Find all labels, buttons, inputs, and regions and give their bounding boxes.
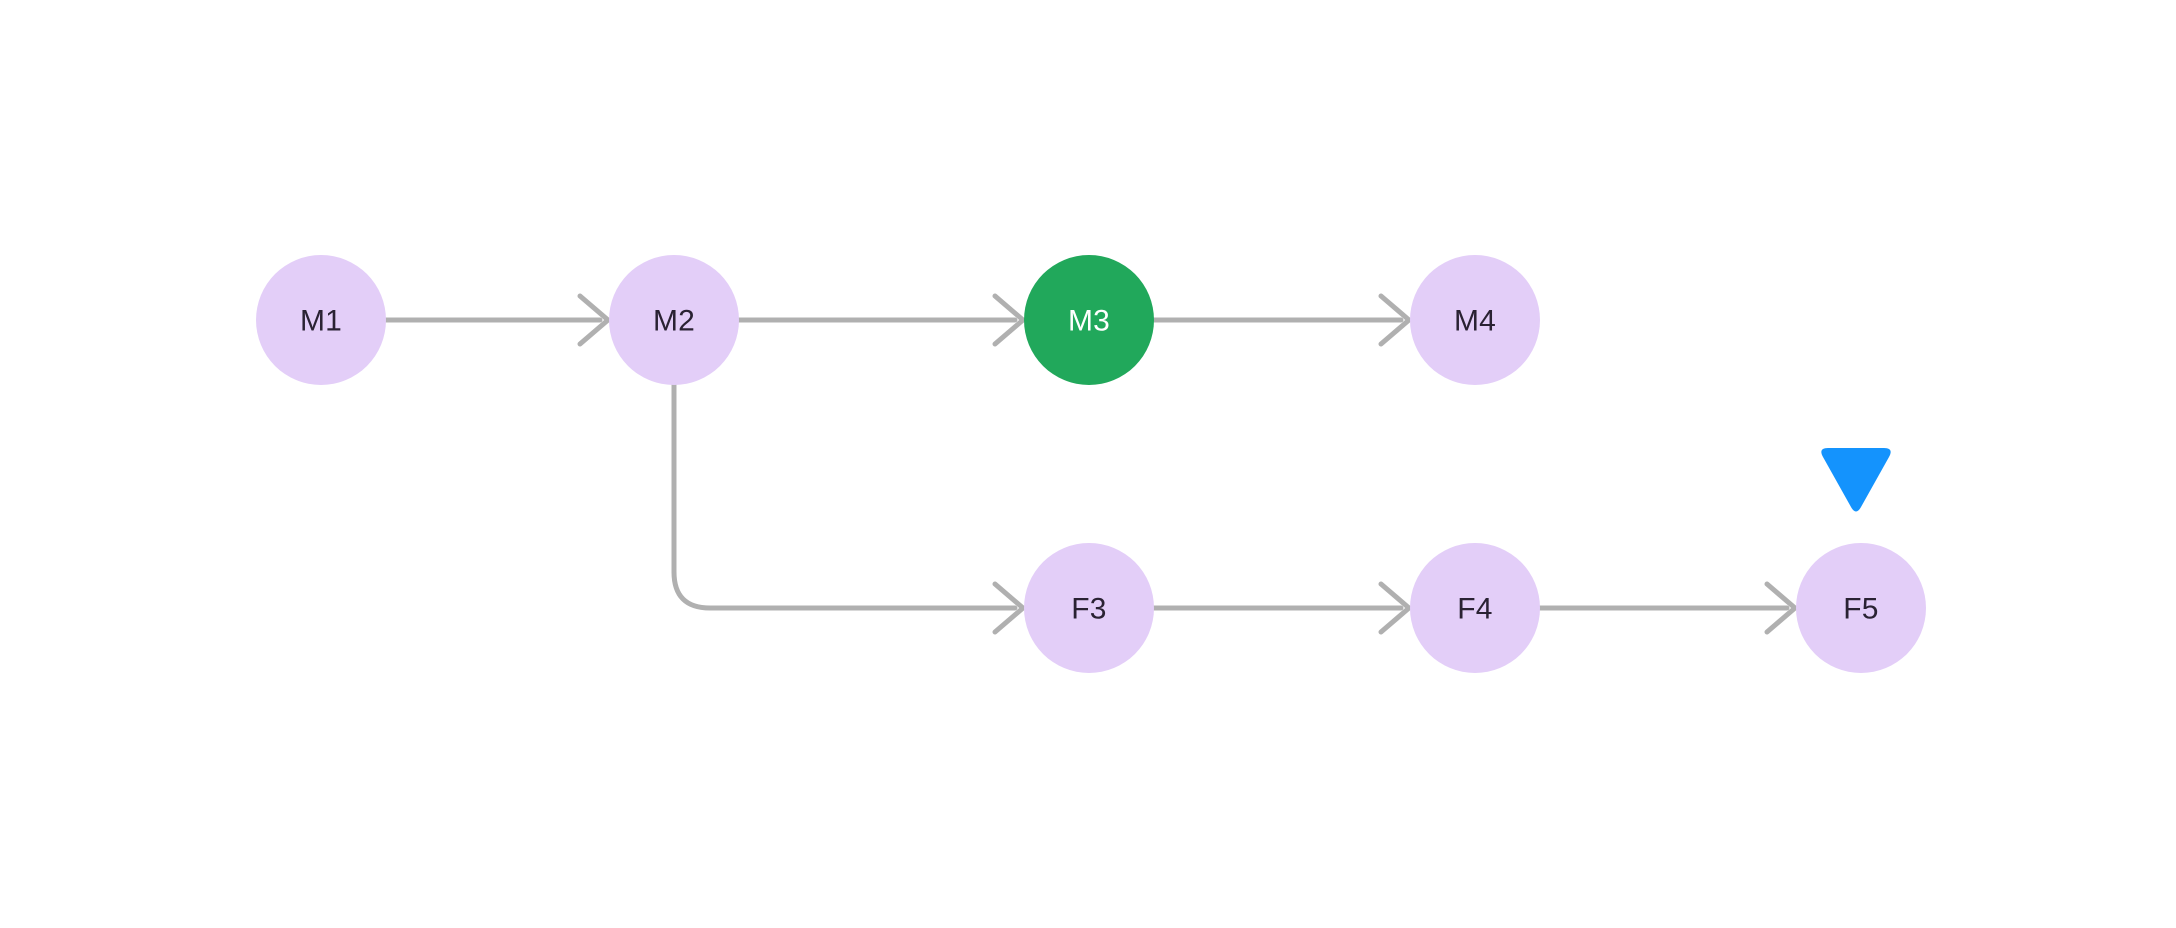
node-f4[interactable]: F4 (1410, 543, 1540, 673)
node-circle[interactable] (1024, 255, 1154, 385)
node-label: F4 (1457, 593, 1492, 626)
node-label: M4 (1454, 305, 1496, 338)
edge-m2-m3 (736, 293, 1026, 347)
node-m4[interactable]: M4 (1410, 255, 1540, 385)
head-marker[interactable] (1821, 448, 1891, 512)
arrowhead-icon (1378, 293, 1412, 347)
branch-path (671, 382, 1018, 611)
arrowhead-icon (577, 293, 611, 347)
edge-layer (383, 293, 1798, 635)
node-f3[interactable]: F3 (1024, 543, 1154, 673)
node-circle[interactable] (1024, 543, 1154, 673)
node-m3-current[interactable]: M3 (1024, 255, 1154, 385)
node-m1[interactable]: M1 (256, 255, 386, 385)
node-label: M2 (653, 305, 695, 338)
edge-m3-m4 (1151, 293, 1412, 347)
node-circle[interactable] (1410, 543, 1540, 673)
edge-m2-f3-branch (671, 382, 1026, 635)
arrowhead-icon (992, 581, 1026, 635)
node-circle[interactable] (609, 255, 739, 385)
arrowhead-icon (1378, 581, 1412, 635)
edge-m1-m2 (383, 293, 611, 347)
node-m2[interactable]: M2 (609, 255, 739, 385)
arrowhead-icon (1764, 581, 1798, 635)
node-circle[interactable] (1410, 255, 1540, 385)
node-label: M1 (300, 305, 342, 338)
node-circle[interactable] (1796, 543, 1926, 673)
node-label: F5 (1843, 593, 1878, 626)
edge-f3-f4 (1151, 581, 1412, 635)
triangle-down-icon[interactable] (1821, 448, 1891, 512)
node-label: F3 (1071, 593, 1106, 626)
edge-f4-f5 (1537, 581, 1798, 635)
node-label: M3 (1068, 305, 1110, 338)
node-f5[interactable]: F5 (1796, 543, 1926, 673)
node-circle[interactable] (256, 255, 386, 385)
node-layer: M1 M2 M3 M4 F3 F4 (256, 255, 1926, 673)
arrowhead-icon (992, 293, 1026, 347)
